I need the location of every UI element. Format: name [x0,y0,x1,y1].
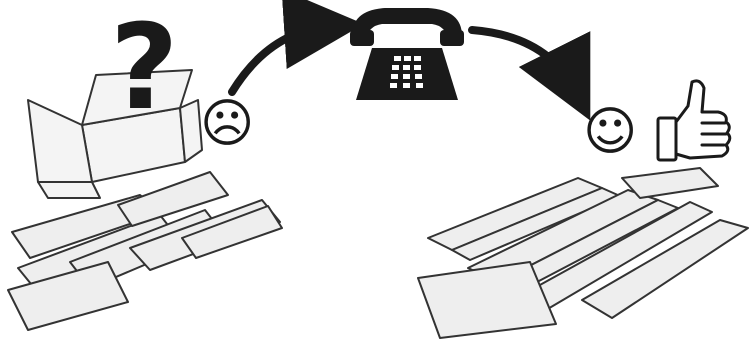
box-flap-left [28,100,92,182]
neat-boards-floor [418,168,748,338]
question-mark-icon: ? [110,8,178,126]
floor-board [622,168,718,198]
telephone-icon [350,8,464,100]
box-bottom-flap [38,182,100,198]
arrow-to-phone [232,26,332,92]
box-side [180,100,202,162]
thumbs-up-icon [658,81,730,160]
happy-face-icon: ☺ [583,106,637,158]
sad-face-icon: ☹ [200,98,254,150]
arrow-to-happy [472,30,576,92]
floor-board [418,262,556,338]
